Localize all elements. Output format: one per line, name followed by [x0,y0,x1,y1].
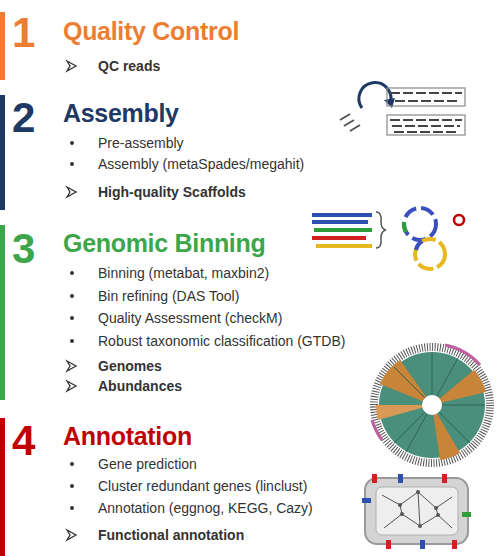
step-item: Quality Assessment (checkM) [98,310,282,326]
step-number: 4 [12,420,35,462]
step-number: 2 [12,97,35,139]
step-output: QC reads [98,58,160,74]
step-item: Cluster redundant genes (linclust) [98,478,307,494]
step-output: Functional annotation [98,527,244,543]
step-item: Annotation (eggnog, KEGG, Cazy) [98,500,313,516]
step-item: Assembly (metaSpades/megahit) [98,156,304,172]
step-item: Pre-assembly [98,135,184,151]
step-item: Gene prediction [98,456,197,472]
step-item: Binning (metabat, maxbin2) [98,265,269,281]
step-heading: Genomic Binning [63,230,265,258]
step-output: High-quality Scaffolds [98,184,246,200]
step-item: Robust taxonomic classification (GTDB) [98,333,345,349]
step-item: Bin refining (DAS Tool) [98,288,239,304]
step-output: Genomes [98,358,162,374]
step-output: Abundances [98,378,182,394]
step-number: 3 [12,228,35,270]
step-heading: Annotation [63,423,192,451]
step-number: 1 [12,12,35,54]
step-heading: Assembly [63,100,179,128]
step-heading: Quality Control [63,18,239,46]
